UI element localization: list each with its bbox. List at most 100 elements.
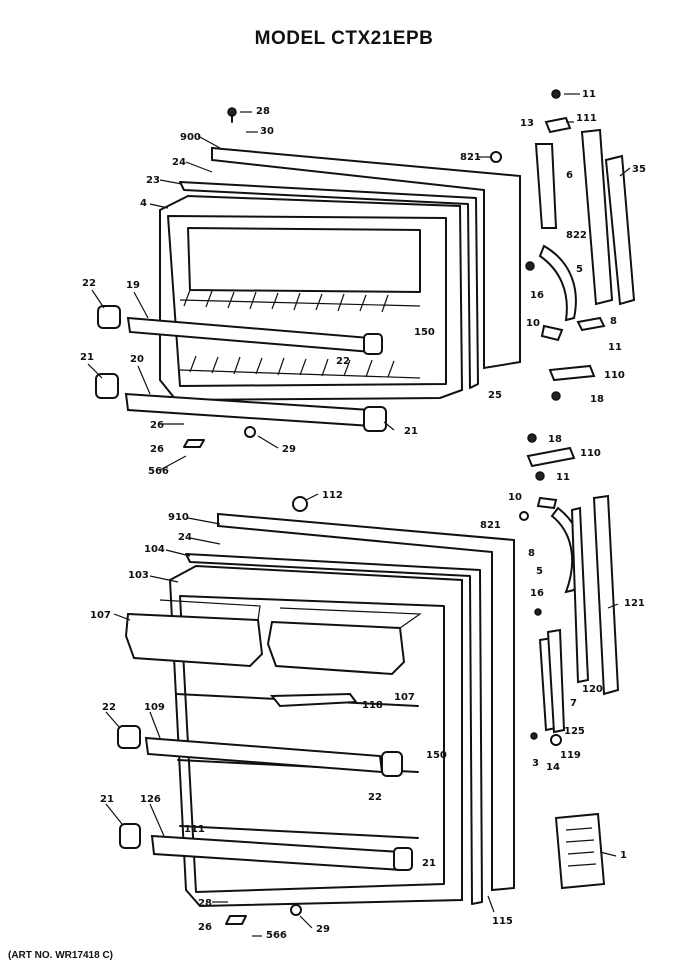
label-3: 3 [532,758,539,769]
label-25: 25 [488,390,502,401]
label-23: 23 [146,175,160,186]
trim-121 [592,494,620,696]
label-35: 35 [632,164,646,175]
label-14: 14 [546,762,560,773]
label-22-bot-center: 22 [368,792,382,803]
freezer-inner-liner [159,194,464,402]
label-26-top-a: 26 [150,420,164,431]
leader-lines [87,93,631,937]
label-120: 120 [582,684,603,695]
label-126: 126 [140,794,161,805]
label-24-top: 24 [172,157,186,168]
bracket-110-top [548,364,596,382]
label-16-bot: 16 [530,588,544,599]
trim-6 [580,128,614,306]
label-29-top: 29 [282,444,296,455]
label-11-mid: 11 [608,342,622,353]
trim-35 [604,154,636,306]
label-104: 104 [144,544,165,555]
label-111-bot: 111 [184,824,205,835]
dairy-bin-left [124,612,264,668]
label-910: 910 [168,512,189,523]
label-112: 112 [322,490,343,501]
fresh-hinge-parts [526,433,620,890]
label-121: 121 [624,598,645,609]
label-150-top: 150 [414,327,435,338]
shelf-bar-end-cap [363,333,383,355]
freezer-gasket [179,181,479,389]
art-number: (ART NO. WR17418 C) [8,950,114,961]
freezer-door-assembly [95,107,521,448]
dairy-bin-right [266,620,406,676]
label-18-mid: 18 [548,434,562,445]
hinge-111 [544,116,572,134]
label-21-bot-left: 21 [100,794,114,805]
label-103: 103 [128,570,149,581]
label-566-top: 566 [148,466,169,477]
plug-29-bot [290,904,302,916]
label-19: 19 [126,280,140,291]
label-5-bot: 5 [536,566,543,577]
label-24-bot: 24 [178,532,192,543]
label-10-bot: 10 [508,492,522,503]
label-125: 125 [564,726,585,737]
shelf-end-cap-21-top [95,373,119,399]
label-22-top-center: 22 [336,356,350,367]
label-566-bot: 566 [266,930,287,941]
label-8-bot: 8 [528,548,535,559]
label-21-top-right: 21 [404,426,418,437]
label-21-top-left: 21 [80,352,94,363]
label-822: 822 [566,230,587,241]
label-18-top: 18 [590,394,604,405]
label-10-top: 10 [526,318,540,329]
strip-125 [546,628,566,734]
label-107-right: 107 [394,692,415,703]
shelf-bar-end-cap-lower [363,406,387,432]
label-6: 6 [566,170,573,181]
fresh-gasket [185,553,483,905]
plug-29-top [244,426,256,438]
label-115: 115 [492,916,513,927]
label-821-top: 821 [460,152,481,163]
plug-821-top [490,151,502,163]
label-26-bot: 26 [198,922,212,933]
plug-112 [292,496,308,512]
label-16-top: 16 [530,290,544,301]
label-107-left: 107 [90,610,111,621]
label-21-bot-right: 21 [422,858,436,869]
label-150-bot: 150 [426,750,447,761]
shelf-end-cap-22-top [97,305,121,329]
handle-5-top [538,244,577,322]
label-110-top: 110 [604,370,625,381]
label-110-mid: 110 [580,448,601,459]
label-900: 900 [180,132,201,143]
label-119: 119 [560,750,581,761]
label-118: 118 [362,700,383,711]
part-labels: 28 30 900 24 23 4 821 13 11 111 6 35 822… [80,89,646,941]
label-1: 1 [620,850,627,861]
label-20: 20 [130,354,144,365]
label-28-bot: 28 [198,898,212,909]
label-821-bot: 821 [480,520,501,531]
shelf-end-cap-22-bot [117,725,141,749]
freezer-shelf-ribs-upper [179,289,421,313]
part-1-booklet [554,812,606,890]
label-22-bot-left: 22 [102,702,116,713]
label-13: 13 [520,118,534,129]
freezer-hinge-parts [525,89,636,401]
label-11-top: 11 [582,89,596,100]
shelf-end-cap-21-bot [119,823,141,849]
label-7: 7 [570,698,577,709]
label-26-top-b: 26 [150,444,164,455]
fresh-food-door-assembly [117,496,529,925]
label-28-top: 28 [256,106,270,117]
label-8-top: 8 [610,316,617,327]
label-30: 30 [260,126,274,137]
bracket-110-mid [526,446,576,468]
handle-strip-13 [534,143,558,229]
label-11-low: 11 [556,472,570,483]
egg-tray-118 [269,692,358,708]
freezer-shelf-ribs-lower [179,355,421,379]
screw-28-top [227,107,237,117]
